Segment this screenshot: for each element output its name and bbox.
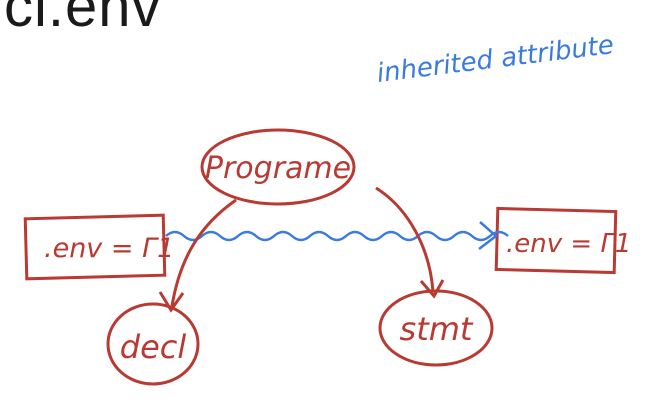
decl-node-ellipse bbox=[106, 302, 200, 386]
left-env-label: .env = Γ1 bbox=[44, 233, 174, 264]
annotation-text: inherited attribute bbox=[375, 30, 615, 89]
root-node-ellipse bbox=[200, 128, 356, 206]
right-env-box bbox=[494, 206, 618, 275]
edge-root-to-decl bbox=[170, 198, 237, 307]
root-node-label: Programe bbox=[205, 151, 351, 186]
edge-root-to-stmt-arrowhead bbox=[419, 279, 445, 299]
left-env-box bbox=[23, 213, 167, 281]
edge-root-to-stmt bbox=[375, 186, 435, 293]
slide-title: cl.env bbox=[4, 0, 162, 39]
right-env-label: .env = Γ1 bbox=[506, 229, 631, 259]
decl-node-label: decl bbox=[120, 328, 187, 366]
edge-root-to-decl-arrowhead bbox=[158, 291, 185, 313]
inheritance-arrowhead bbox=[478, 221, 498, 250]
stmt-node-label: stmt bbox=[400, 310, 474, 348]
inheritance-wavy-arrow bbox=[165, 230, 509, 242]
